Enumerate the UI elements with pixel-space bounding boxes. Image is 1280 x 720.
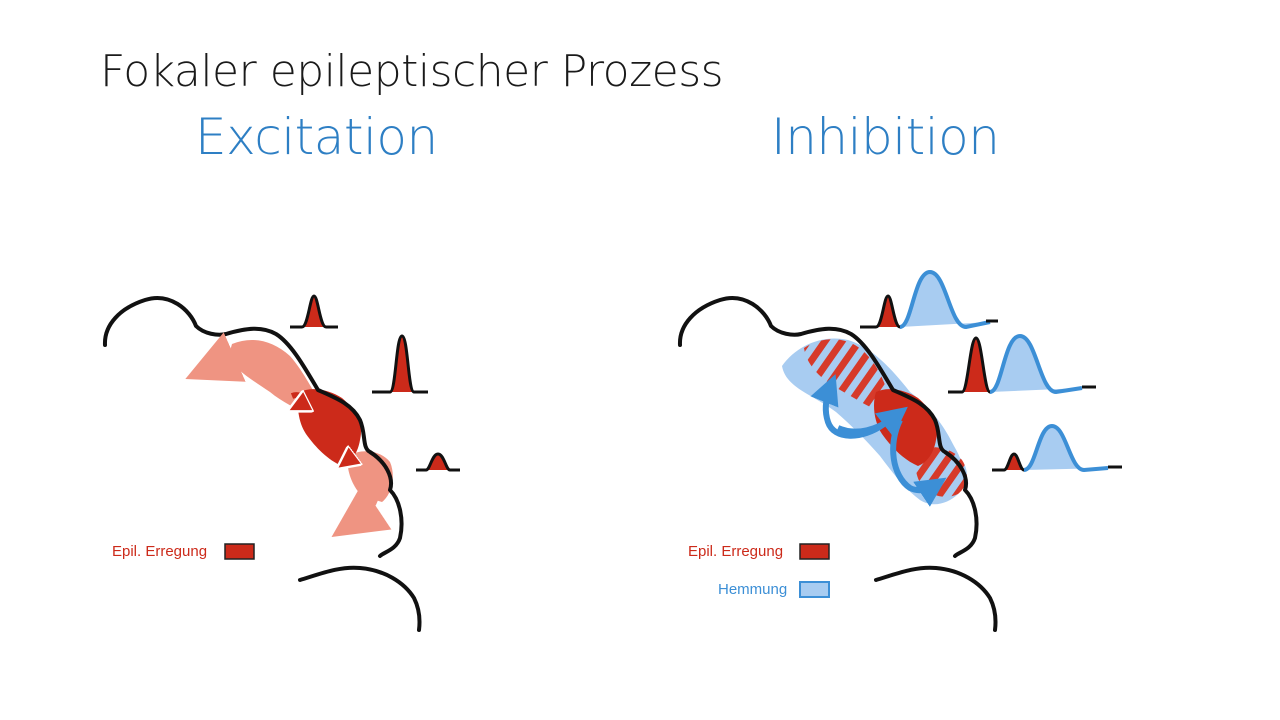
legend-label-erregung-left: Epil. Erregung xyxy=(112,543,207,560)
eeg-trace-3 xyxy=(416,452,460,472)
inhibition-panel: Epil. Erregung Hemmung xyxy=(677,269,1122,632)
inhibition-arrow-mid xyxy=(836,406,908,438)
sulcus-outline xyxy=(298,565,422,632)
propagation-arrow-1 xyxy=(292,395,302,406)
cortex-outline xyxy=(102,296,404,558)
propagation-arrow-2 xyxy=(338,442,350,462)
slide-title: Fokaler epileptischer Prozess xyxy=(100,46,724,97)
excitation-panel: Epil. Erregung xyxy=(102,294,460,632)
eeg-trace-right-1 xyxy=(860,269,998,330)
legend-swatch-hemmung xyxy=(799,581,830,598)
heading-excitation: Excitation xyxy=(195,108,438,166)
legend-label-erregung-right: Epil. Erregung xyxy=(688,543,783,560)
sulcus-outline-right xyxy=(874,565,998,632)
spread-arrow-down xyxy=(331,484,392,537)
legend-label-hemmung: Hemmung xyxy=(718,581,787,598)
inhibition-arrow-down xyxy=(890,418,947,507)
legend-swatch-erregung-left xyxy=(224,543,255,560)
spread-arrow-up xyxy=(185,332,265,382)
mixed-zone-upper xyxy=(804,339,888,410)
eeg-trace-right-3 xyxy=(992,423,1122,473)
cortex-outline-right xyxy=(677,296,979,558)
eeg-trace-2 xyxy=(372,334,428,394)
eeg-trace-right-2 xyxy=(948,333,1096,395)
spread-zone-lower xyxy=(347,451,393,502)
heading-inhibition: Inhibition xyxy=(771,108,1000,166)
legend-swatch-erregung-right xyxy=(799,543,830,560)
eeg-trace-1 xyxy=(290,294,338,329)
